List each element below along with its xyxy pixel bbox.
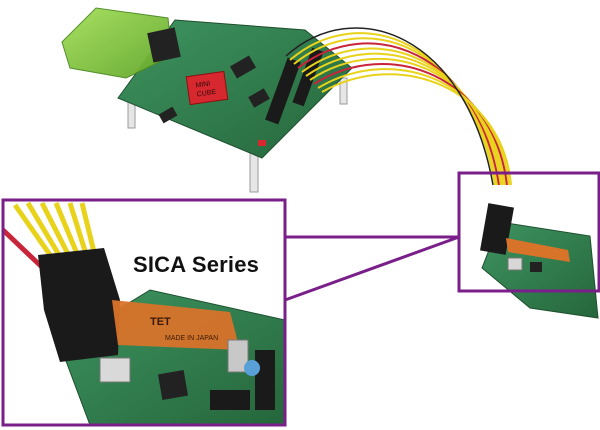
minicube-chip [185, 70, 229, 106]
ic-chip [158, 106, 178, 124]
target-board-small [480, 203, 599, 319]
minicube-label: MINI [195, 81, 211, 90]
inset-frame [1, 198, 287, 427]
inset-ic-chip [157, 369, 189, 401]
inset-pin-header [255, 350, 275, 410]
flex-print-sub: MADE IN JAPAN [165, 335, 218, 342]
inset-component [227, 339, 249, 373]
caption-sica-series: SICA Series [133, 252, 260, 277]
ic-chip [248, 88, 270, 108]
inset-pin-header [210, 390, 250, 410]
zoom-inset: TET MADE IN JAPAN [1, 200, 286, 426]
minicube-label-2: CUBE [196, 89, 217, 99]
main-board-assembly: MINI CUBE [61, 7, 353, 193]
inset-capacitor [244, 360, 260, 376]
inset-black-connector [38, 248, 120, 362]
inset-wires [1, 201, 97, 272]
standoff-leg [339, 77, 348, 105]
callout-line [284, 235, 460, 302]
probe-connector [147, 27, 181, 63]
target-highlight-frame [457, 171, 600, 293]
inset-flex-cable [112, 300, 240, 350]
wire-bundle [285, 27, 512, 186]
black-connector [480, 203, 514, 255]
flex-print: TET [150, 316, 171, 328]
usb-port [507, 257, 523, 271]
flex-cable [506, 238, 570, 262]
ic-chip [530, 262, 542, 272]
pin-header [265, 57, 301, 125]
ic-chip [229, 55, 257, 79]
red-led [258, 140, 266, 146]
inset-usb-port [99, 357, 131, 383]
